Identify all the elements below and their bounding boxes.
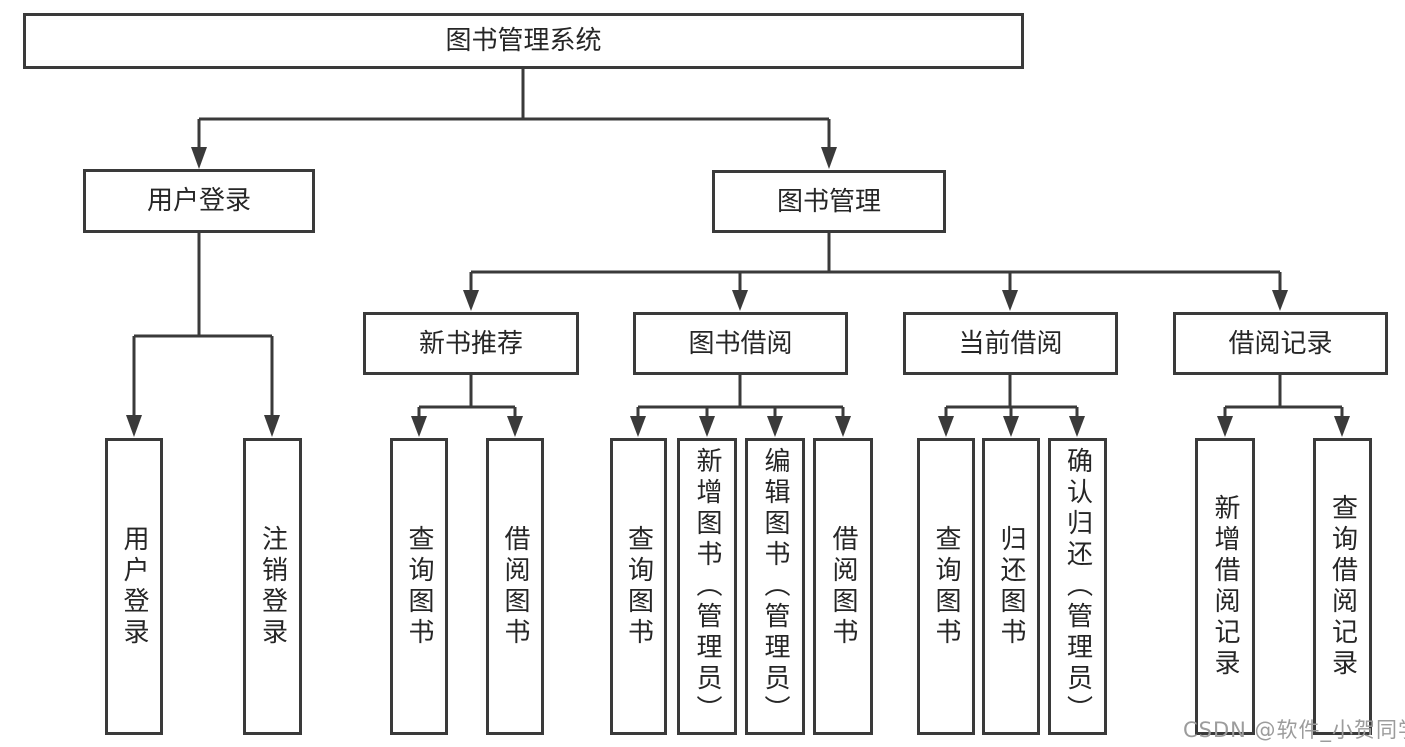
leaf-return-books: 归还图书 (982, 438, 1040, 735)
leaf-logout: 注销登录 (243, 438, 302, 735)
node-current-borrow: 当前借阅 (903, 312, 1118, 375)
leaf-borrow-query-books: 查询图书 (610, 438, 667, 735)
node-book-management: 图书管理 (712, 170, 946, 233)
leaf-add-books-admin: 新增图书（管理员） (677, 438, 737, 735)
watermark: CSDN @软件_小贺同学 (1183, 718, 1405, 742)
leaf-borrow-books: 借阅图书 (813, 438, 873, 735)
node-user-login: 用户登录 (83, 169, 315, 233)
leaf-edit-books-admin: 编辑图书（管理员） (745, 438, 805, 735)
arrowheads (126, 147, 1350, 437)
node-borrow-record: 借阅记录 (1173, 312, 1388, 375)
leaf-user-login: 用户登录 (105, 438, 163, 735)
leaf-current-query-books: 查询图书 (917, 438, 975, 735)
leaf-add-borrow-record: 新增借阅记录 (1195, 438, 1255, 735)
leaf-query-borrow-record: 查询借阅记录 (1313, 438, 1372, 735)
leaf-confirm-return-admin: 确认归还（管理员） (1048, 438, 1107, 735)
node-root: 图书管理系统 (23, 13, 1024, 69)
node-book-borrow: 图书借阅 (633, 312, 848, 375)
leaf-newbook-query-books: 查询图书 (390, 438, 448, 735)
leaf-newbook-borrow-books: 借阅图书 (486, 438, 544, 735)
node-new-book-recommend: 新书推荐 (363, 312, 579, 375)
